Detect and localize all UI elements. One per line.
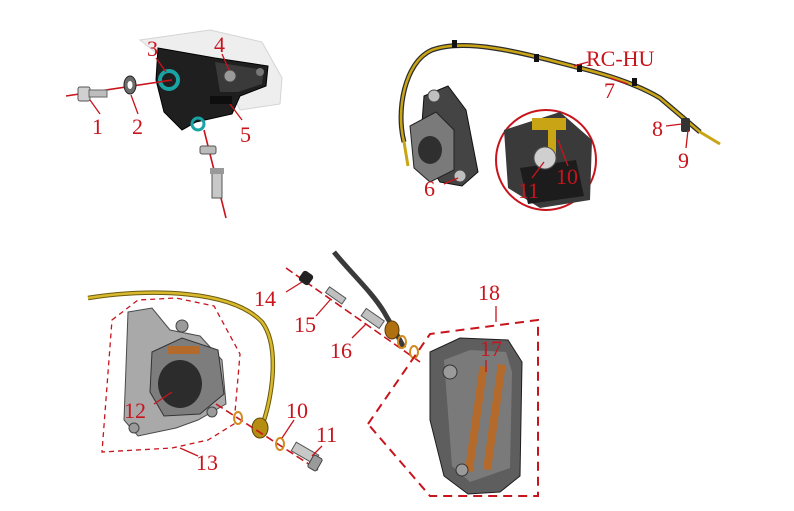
hose-to-caliper: [402, 141, 410, 167]
rear-caliper-bolt-6: [453, 169, 467, 183]
hose-end: [699, 130, 721, 146]
hose-code-label: RC-HU: [586, 46, 655, 71]
callout-12: 12: [124, 398, 146, 423]
rear-caliper-bolt: [427, 89, 441, 103]
leader-6: [443, 177, 459, 185]
bleed-cap-part-14: [298, 270, 314, 286]
callout-14: 14: [254, 286, 276, 311]
bracket-slot: [210, 96, 232, 104]
callout-2: 2: [132, 114, 143, 139]
radial-caliper-bolt: [455, 463, 469, 477]
leader-4: [221, 53, 230, 71]
hose-clip: [534, 54, 539, 62]
group-outline-13: [101, 297, 241, 453]
bracket-bolt-4b: [256, 68, 264, 76]
leader-rc-hu: [573, 61, 589, 67]
copper-washer: [275, 437, 285, 451]
leader-14: [285, 281, 303, 293]
radial-caliper-pad: [483, 363, 506, 471]
radial-caliper-assembly: 14 15 16 17 18: [254, 250, 539, 497]
front-caliper-pad: [168, 346, 200, 354]
callout-9: 9: [678, 148, 689, 173]
callout-11: 11: [316, 422, 337, 447]
leader-10-detail: [557, 139, 569, 167]
leader-16: [351, 323, 367, 339]
banjo-fitting-part-16: [360, 307, 400, 340]
bracket-assembly: 1 2 3 4 5: [65, 29, 283, 219]
hose-clip: [452, 40, 457, 48]
callout-13: 13: [196, 450, 218, 475]
rear-brake-hose-gold: [399, 44, 701, 143]
rear-caliper-assembly: RC-HU 7 8 9 6 11 10: [398, 40, 721, 211]
bracket-bolt-4: [223, 69, 237, 83]
front-caliper-bolt: [128, 422, 140, 434]
hose-clip: [577, 64, 582, 72]
callout-1: 1: [92, 114, 103, 139]
leader-11: [311, 445, 323, 457]
bleeder-valve-part-15: [324, 286, 347, 305]
leader-12: [153, 391, 173, 405]
callout-10-detail: 10: [556, 164, 578, 189]
leader-11-detail: [531, 161, 545, 179]
callout-7: 7: [604, 78, 615, 103]
front-caliper-piston: [158, 360, 202, 408]
rear-caliper-piston: [418, 136, 442, 164]
teal-bushing: [158, 69, 180, 91]
fitting-axis: [215, 403, 319, 471]
radial-caliper-bolt: [442, 364, 458, 380]
front-caliper-bolt: [175, 319, 189, 333]
front-caliper-bolt: [206, 406, 218, 418]
leader-3: [155, 57, 167, 73]
callout-18: 18: [478, 280, 500, 305]
washer-part-2: [123, 75, 137, 95]
callout-15: 15: [294, 312, 316, 337]
leader-1: [89, 99, 101, 115]
front-brake-hose-gold: [87, 291, 275, 421]
bracket-highlight: [215, 62, 264, 92]
banjo-fitting: [251, 417, 269, 439]
copper-washer: [233, 411, 243, 425]
detail-zoom-content: [504, 112, 592, 208]
callout-11-detail: 11: [518, 178, 539, 203]
radial-caliper-pad: [464, 365, 488, 473]
callout-3: 3: [147, 36, 158, 61]
leader-9: [685, 129, 689, 149]
banjo-bolt-part-11: [290, 441, 323, 472]
group-outline-18: [366, 318, 539, 497]
leader-13: [179, 447, 199, 457]
callout-17: 17: [480, 336, 502, 361]
leader-10: [281, 419, 295, 439]
callout-8: 8: [652, 116, 663, 141]
radial-brake-hose: [332, 250, 407, 350]
callout-6: 6: [424, 176, 435, 201]
callout-4: 4: [214, 32, 225, 57]
bolt-part-1: [77, 86, 108, 102]
copper-washer-upper: [397, 335, 407, 349]
callout-5: 5: [240, 122, 251, 147]
callout-16: 16: [330, 338, 352, 363]
lower-bolt: [199, 145, 224, 199]
leader-15: [315, 299, 331, 317]
callout-10: 10: [286, 398, 308, 423]
hose-clip: [632, 78, 637, 86]
hose-clamp-part-8: [681, 118, 690, 132]
teal-bushing-lower: [190, 116, 206, 132]
front-caliper-assembly: 12 13 10 11: [87, 290, 337, 475]
leader-8: [665, 123, 683, 127]
leader-5: [229, 103, 243, 121]
leader-2: [130, 94, 139, 115]
leader-7: [609, 77, 629, 85]
